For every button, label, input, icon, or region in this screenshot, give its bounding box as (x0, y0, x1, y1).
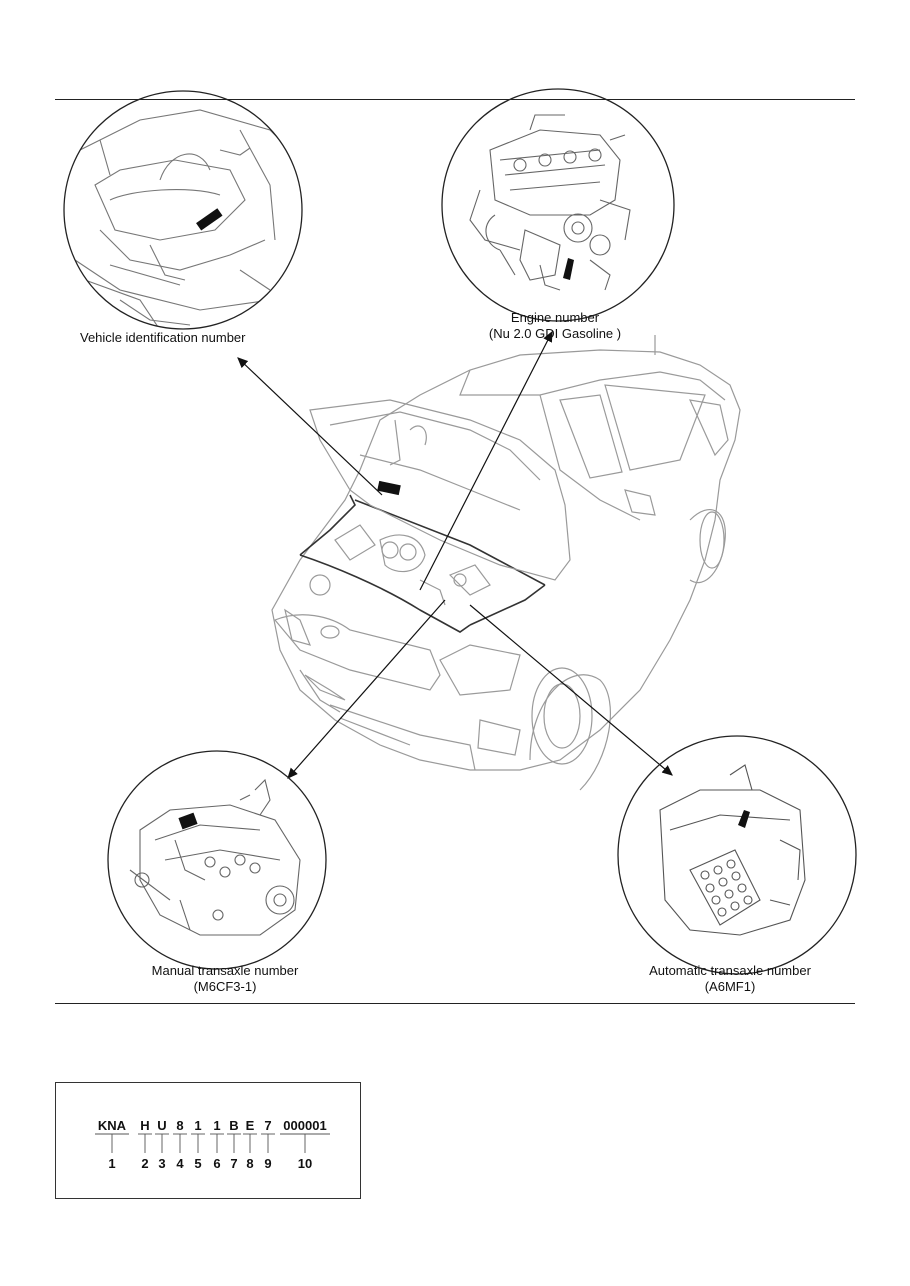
vin-position-8: 8 (246, 1156, 253, 1171)
vin-position-3: 3 (158, 1156, 165, 1171)
vin-position-10: 10 (298, 1156, 312, 1171)
top-rule (55, 99, 855, 100)
automatic-transaxle-circle (617, 735, 857, 975)
arrow-engine (419, 330, 553, 591)
auto-label-model: (A6MF1) (704, 979, 756, 994)
vin-position-4: 4 (176, 1156, 184, 1171)
manual-transaxle-circle (107, 750, 327, 970)
vin-position-1: 1 (108, 1156, 115, 1171)
manual-transaxle-label: Manual transaxle number (M6CF3-1) (130, 963, 320, 995)
vin-label: Vehicle identification number (80, 330, 246, 345)
arrow-vin (237, 357, 383, 496)
vin-position-5: 5 (194, 1156, 201, 1171)
manual-label-title: Manual transaxle number (151, 963, 299, 978)
engine-detail-circle (441, 88, 675, 322)
car-illustration (271, 335, 741, 791)
vin-position-2: 2 (141, 1156, 148, 1171)
vin-plate-marker (196, 208, 223, 231)
manual-label-model: (M6CF3-1) (193, 979, 257, 994)
bottom-rule (55, 1003, 855, 1004)
callout-arrows (237, 330, 673, 779)
vin-segment-2: H (140, 1118, 149, 1133)
engine-number-pointer (563, 258, 574, 280)
vin-segment-10: 000001 (283, 1118, 326, 1133)
vin-segment-4: 8 (176, 1118, 183, 1133)
vin-segment-9: 7 (264, 1118, 271, 1133)
vin-segment-3: U (157, 1118, 166, 1133)
engine-label-title: Engine number (510, 310, 600, 325)
engine-label-model: (Nu 2.0 GDI Gasoline ) (488, 326, 622, 341)
arrow-manual (287, 599, 446, 779)
vin-segment-1: KNA (98, 1118, 127, 1133)
vin-detail-circle (63, 90, 303, 330)
vin-location-marker (377, 480, 401, 496)
automatic-transaxle-label: Automatic transaxle number (A6MF1) (625, 963, 835, 995)
engine-label: Engine number (Nu 2.0 GDI Gasoline ) (470, 310, 640, 342)
arrow-automatic (469, 604, 673, 776)
auto-label-title: Automatic transaxle number (649, 963, 811, 978)
vin-position-9: 9 (264, 1156, 271, 1171)
manual-number-marker (178, 812, 198, 830)
automatic-number-pointer (738, 810, 750, 828)
vin-position-6: 6 (213, 1156, 220, 1171)
vin-segment-5: 1 (194, 1118, 201, 1133)
vehicle-identification-diagram (63, 88, 857, 975)
vin-segment-7: B (229, 1118, 238, 1133)
vin-segment-6: 1 (213, 1118, 220, 1133)
vin-position-7: 7 (230, 1156, 237, 1171)
vin-segment-8: E (246, 1118, 255, 1133)
